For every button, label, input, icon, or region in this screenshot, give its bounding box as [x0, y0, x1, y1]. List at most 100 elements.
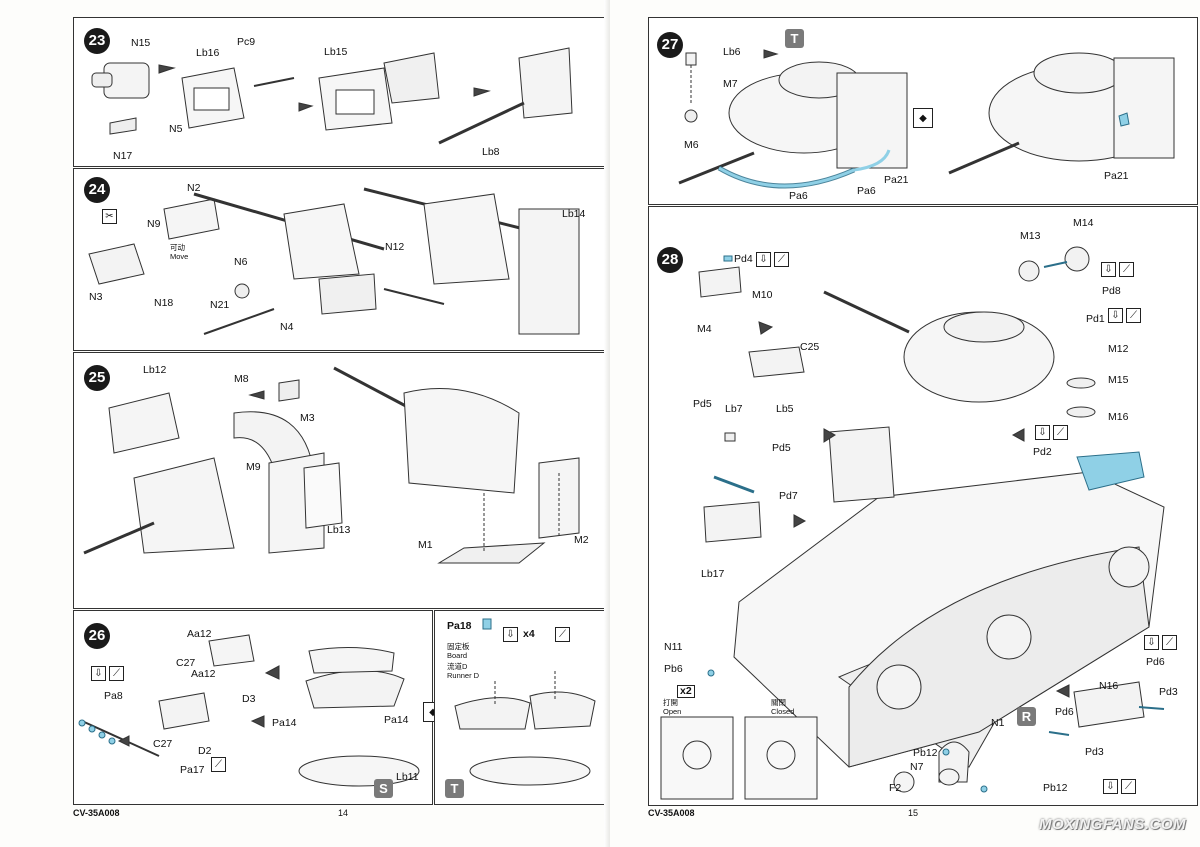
part-label: N11 — [664, 641, 683, 653]
step-26-panel: 26 ⇩ ⟋ ⟋ Aa12 C27 Aa12 D3 Pa8 C27 D2 Pa1… — [73, 610, 433, 805]
move-note-cn: 可动 — [170, 243, 185, 252]
part-label: N2 — [187, 182, 201, 194]
page-number: 14 — [338, 808, 349, 818]
variant-tag: T — [785, 29, 804, 48]
part-label: D3 — [242, 693, 256, 705]
part-label: Pa18 — [447, 620, 472, 632]
glue-icon: ⇩ — [1035, 425, 1050, 440]
part-label: N21 — [210, 299, 230, 311]
part-label: Pb12 — [1043, 782, 1068, 794]
part-label: Lb16 — [196, 47, 220, 59]
part-label: C25 — [800, 341, 820, 353]
glue-icon: ⇩ — [1101, 262, 1116, 277]
part-label: Lb5 — [776, 403, 794, 415]
glue-icon: ⇩ — [1103, 779, 1118, 794]
swap-icon: ◆ — [913, 108, 933, 128]
quantity-label: x2 — [677, 685, 695, 698]
paint-icon: ⟋ — [1053, 425, 1068, 440]
quantity-label: x4 — [523, 628, 535, 640]
step-23-panel: 23 N15 Lb16 Pc9 Lb15 N5 N17 Lb8 — [73, 17, 608, 167]
step-27-panel: 27 T Lb6 M7 M6 Pa6 Pa6 Pa21 — [648, 17, 1198, 205]
glue-icon: ⇩ — [1144, 635, 1159, 650]
step-24-panel: 24 ✂ N2 N9 可动 Move N3 N18 N6 N21 N4 N12 … — [73, 168, 608, 351]
right-page: 27 T Lb6 M7 M6 Pa6 Pa6 Pa21 — [610, 0, 1200, 847]
part-label: N1 — [991, 717, 1005, 729]
part-label: Pa6 — [789, 190, 808, 202]
part-label: Pd8 — [1102, 285, 1121, 297]
step-25-panel: 25 Lb12 M8 M3 M9 Lb13 M1 M2 — [73, 352, 608, 609]
variant-tag: R — [1017, 707, 1036, 726]
step-number: 26 — [84, 623, 110, 649]
part-label: M10 — [752, 289, 773, 301]
step-26-drawing — [78, 634, 420, 787]
part-label: Lb11 — [396, 771, 419, 783]
part-label: Lb13 — [327, 524, 351, 536]
part-label: N15 — [131, 37, 151, 49]
part-label: Pd1 — [1086, 313, 1105, 325]
variant-tag: T — [445, 779, 464, 798]
paint-icon: ⟋ — [211, 757, 226, 772]
step-24-drawing — [88, 187, 580, 335]
part-label: N12 — [385, 241, 405, 253]
part-label: M7 — [723, 78, 738, 90]
part-label: N9 — [147, 218, 161, 230]
part-label: Pb6 — [664, 663, 683, 675]
closed-label-en: Closed — [771, 707, 795, 716]
part-label: N3 — [89, 291, 103, 303]
part-label: Lb15 — [324, 46, 348, 58]
part-label: Pa17 — [180, 764, 205, 776]
part-label: M4 — [697, 323, 712, 335]
part-label: Pd7 — [779, 490, 798, 502]
paint-icon: ⟋ — [109, 666, 124, 681]
part-label: Pa14 — [384, 714, 409, 726]
paint-icon: ⟋ — [1126, 308, 1141, 323]
paint-icon: ⟋ — [1162, 635, 1177, 650]
watermark-text: MOXINGFANS.COM — [1038, 816, 1186, 833]
part-label: Lb17 — [701, 568, 725, 580]
board-label-en: Board — [447, 651, 468, 660]
part-label: N16 — [1099, 680, 1119, 692]
open-label-cn: 打開 — [663, 698, 678, 707]
part-label: M3 — [300, 412, 315, 424]
step-number: 23 — [84, 28, 110, 54]
part-label: C27 — [153, 738, 173, 750]
runner-label-en: Runner D — [447, 671, 480, 680]
part-label: M1 — [418, 539, 433, 551]
step-number: 25 — [84, 365, 110, 391]
step-25-drawing — [83, 366, 580, 564]
part-label: Pd2 — [1033, 446, 1052, 458]
part-label: M13 — [1020, 230, 1041, 242]
part-label: N7 — [910, 761, 924, 773]
left-page: 23 N15 Lb16 Pc9 Lb15 N5 N17 Lb8 24 ✂ — [73, 17, 608, 818]
part-label: Pa14 — [272, 717, 297, 729]
part-label: Aa12 — [191, 668, 216, 680]
part-label: M8 — [234, 373, 249, 385]
part-label: Lb12 — [143, 364, 167, 376]
part-label: Lb14 — [562, 208, 586, 220]
step-28-panel: 28 — [648, 206, 1198, 806]
step-26-alt-drawing — [454, 618, 596, 786]
part-label: N4 — [280, 321, 294, 333]
glue-icon: ⇩ — [503, 627, 518, 642]
footer-code: CV-35A008 — [73, 808, 120, 818]
part-label: Pd3 — [1159, 686, 1178, 698]
step-27-drawing — [678, 49, 1175, 189]
glue-icon: ⇩ — [91, 666, 106, 681]
part-label: F2 — [889, 782, 902, 794]
part-label: M6 — [684, 139, 699, 151]
variant-tag: S — [374, 779, 393, 798]
part-label: M14 — [1073, 217, 1094, 229]
step-23-drawing — [91, 47, 573, 145]
part-label: Pd4 — [734, 253, 753, 265]
part-label: Pb12 — [913, 747, 938, 759]
part-label: Pd5 — [693, 398, 712, 410]
part-label: M15 — [1108, 374, 1129, 386]
paint-icon: ⟋ — [774, 252, 789, 267]
runner-label-cn: 流道D — [447, 662, 468, 671]
cut-icon: ✂ — [102, 209, 117, 224]
step-26-alt-panel: Pa18 ⇩ x4 ⟋ 固定板 Board 流道D Runner D T — [434, 610, 608, 805]
board-label-cn: 固定板 — [447, 642, 470, 651]
part-label: C27 — [176, 657, 196, 669]
part-label: Pa6 — [857, 185, 876, 197]
part-label: Pc9 — [237, 36, 256, 48]
